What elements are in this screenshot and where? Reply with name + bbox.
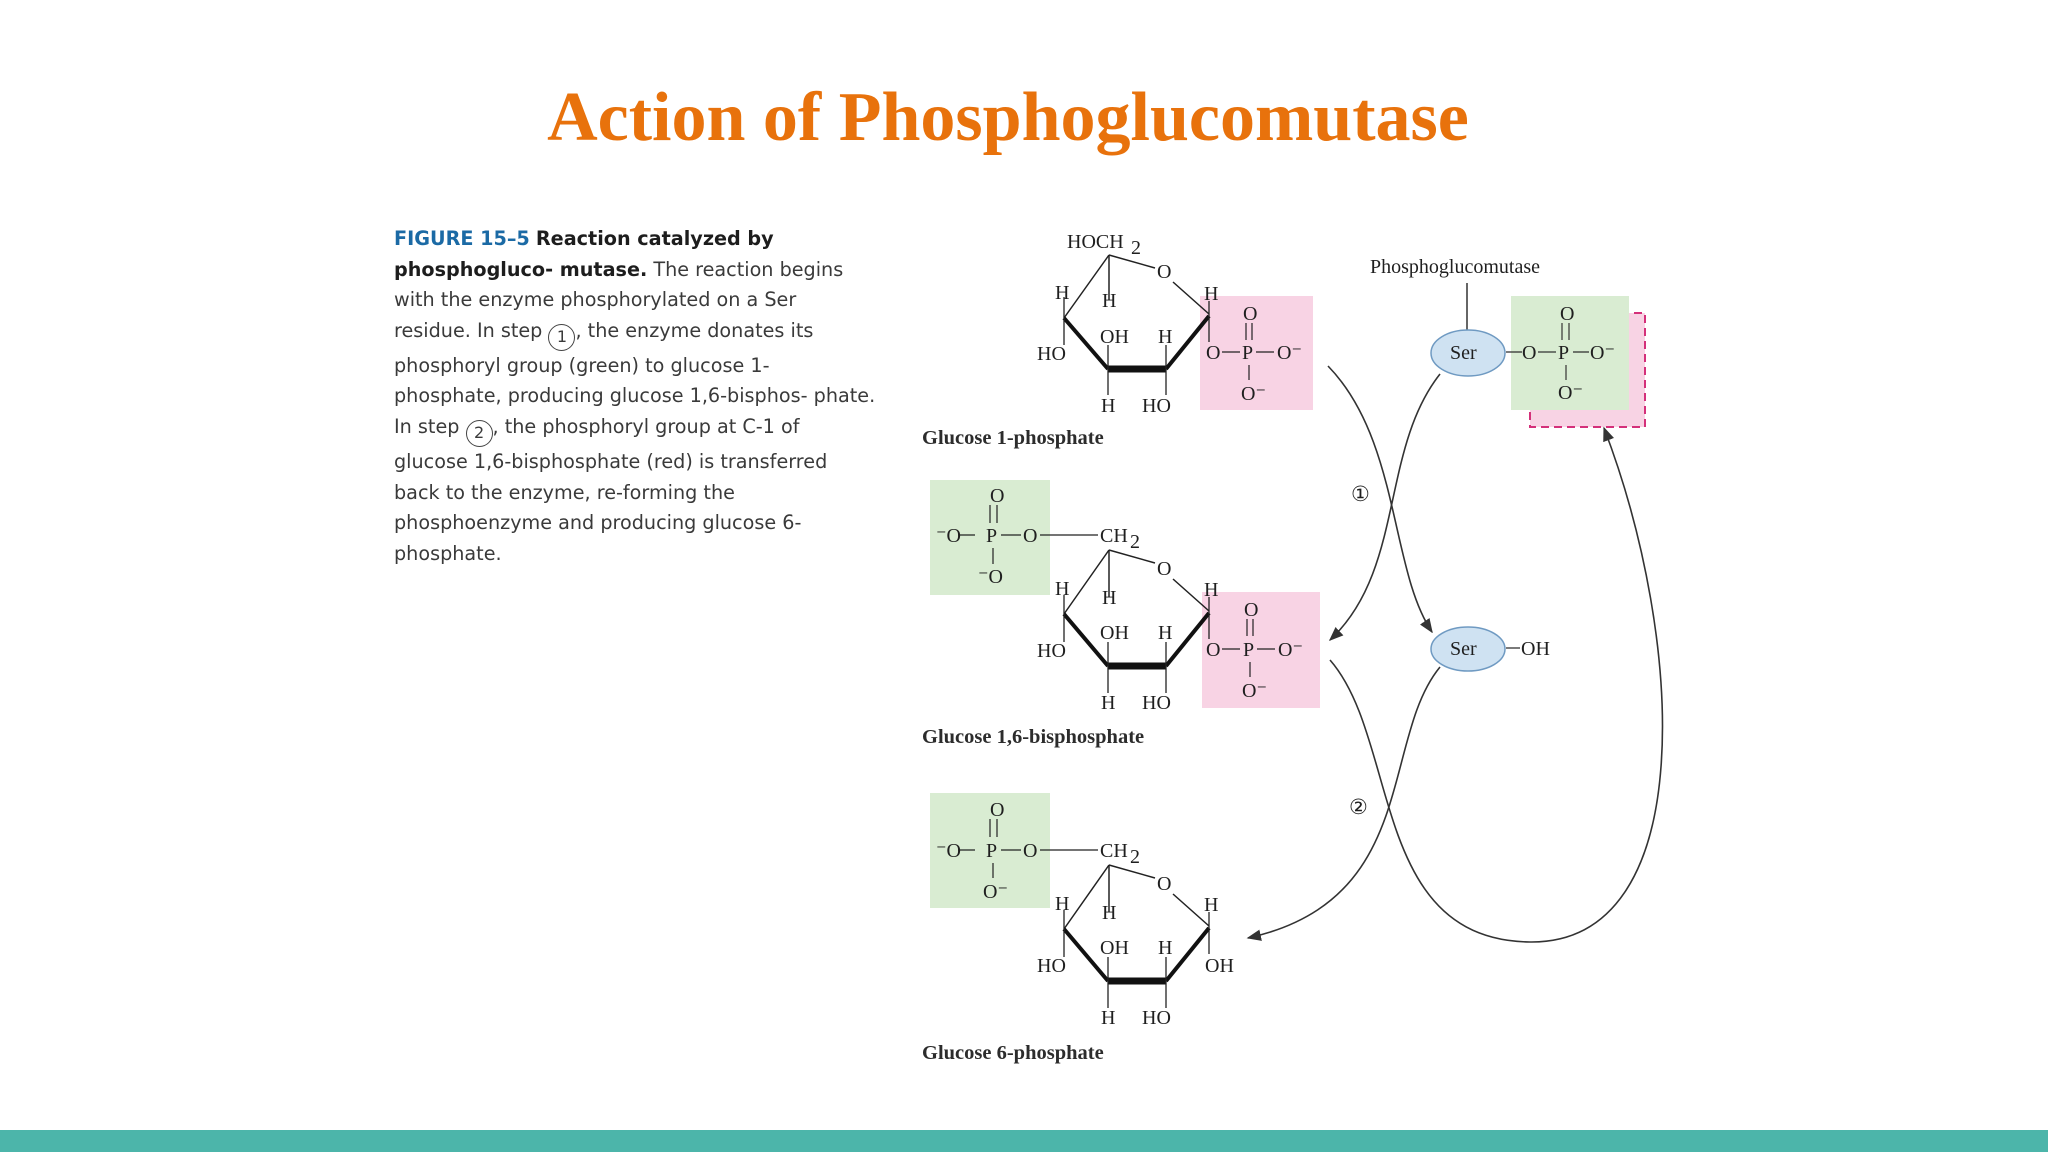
svg-text:OH: OH [1100,622,1129,644]
svg-text:OH: OH [1521,638,1550,660]
svg-text:2: 2 [1131,237,1141,259]
svg-text:O: O [1023,840,1037,862]
svg-text:O: O [1157,873,1171,895]
ser-enzyme-oval [1430,329,1506,377]
svg-text:OH: OH [1100,937,1129,959]
svg-text:O⁻: O⁻ [1242,680,1267,702]
svg-text:⁻O: ⁻O [936,840,961,862]
svg-text:H: H [1101,1007,1115,1029]
svg-text:O⁻: O⁻ [1558,382,1583,404]
glucose-6-phosphate-label: Glucose 6-phosphate [922,1042,1104,1064]
svg-text:P: P [1243,639,1254,661]
svg-text:2: 2 [1130,846,1140,868]
svg-text:H: H [1055,578,1069,600]
svg-text:O⁻: O⁻ [983,881,1008,903]
svg-text:O: O [1206,639,1220,661]
svg-text:CH: CH [1100,840,1128,862]
svg-text:H: H [1101,692,1115,714]
svg-text:Ser: Ser [1450,638,1477,660]
svg-text:H: H [1102,587,1116,609]
svg-text:H: H [1102,902,1116,924]
svg-text:H: H [1158,937,1172,959]
svg-text:HO: HO [1142,692,1171,714]
svg-text:O: O [1023,525,1037,547]
svg-text:O: O [1157,261,1171,283]
svg-text:HO: HO [1142,1007,1171,1029]
caption-text-1: The reaction begins with the enzyme phos… [394,257,844,342]
enzyme-label: Phosphoglucomutase [1370,256,1540,278]
svg-text:P: P [986,525,997,547]
svg-text:O⁻: O⁻ [1241,383,1266,405]
figure-number: FIGURE 15–5 [394,227,530,250]
glucose-6-phosphate: O ⁻O P O O⁻ CH 2 O H HO H OH H H HO H [922,793,1234,1064]
step-2-label: ② [1349,795,1368,819]
svg-text:O: O [990,485,1004,507]
svg-text:H: H [1204,894,1218,916]
footer-bar [0,1130,2048,1152]
glucose-1-6-bisphosphate: O ⁻O P O ⁻O CH 2 O H HO H OH H H HO H [922,480,1320,748]
green-phosphate-highlight [930,480,1050,595]
svg-text:HO: HO [1037,955,1066,977]
svg-text:HO: HO [1037,640,1066,662]
glucose-1-phosphate: HOCH 2 O H HO H OH H H HO H O P O⁻ O O⁻ [922,231,1313,449]
reaction-arrows: ① ② [1246,365,1664,943]
glucose-1-6-bisphosphate-label: Glucose 1,6-bisphosphate [922,726,1144,748]
figure-caption: FIGURE 15–5 Reaction catalyzed by phosph… [394,224,876,569]
svg-text:HO: HO [1142,395,1171,417]
svg-text:CH: CH [1100,525,1128,547]
step-1-enzyme-arrow [1328,373,1441,641]
svg-text:Ser: Ser [1450,342,1477,364]
svg-text:O⁻: O⁻ [1278,639,1303,661]
free-enzyme: Ser OH [1430,626,1550,672]
svg-text:H: H [1158,326,1172,348]
svg-text:H: H [1102,290,1116,312]
svg-text:HOCH: HOCH [1067,231,1124,253]
red-phosphate-highlight [1200,296,1313,410]
green-phosphate-highlight-2 [930,793,1050,908]
svg-text:H: H [1204,579,1218,601]
svg-text:⁻O: ⁻O [978,566,1003,588]
svg-text:H: H [1055,282,1069,304]
svg-text:2: 2 [1130,531,1140,553]
step-2-return-arrow [1329,426,1664,943]
svg-text:O: O [990,799,1004,821]
figure-lead: Reaction catalyzed by phosphogluco- muta… [394,227,774,281]
svg-text:O⁻: O⁻ [1590,342,1615,364]
svg-text:P: P [1242,342,1253,364]
svg-text:OH: OH [1100,326,1129,348]
slide-title: Action of Phosphoglucomutase [547,79,1469,156]
caption-text-2: , the enzyme donates its phosphoryl grou… [394,318,876,438]
ser-oh-oval [1430,626,1506,672]
svg-text:⁻O: ⁻O [936,525,961,547]
phosphoenzyme: Phosphoglucomutase Ser O P O⁻ O O⁻ [1370,256,1646,428]
svg-text:H: H [1158,622,1172,644]
svg-text:O: O [1157,558,1171,580]
svg-text:H: H [1204,283,1218,305]
svg-text:H: H [1055,893,1069,915]
svg-text:O: O [1244,599,1258,621]
svg-text:O: O [1243,303,1257,325]
step-1-substrate-arrow [1327,365,1433,634]
svg-text:O: O [1206,342,1220,364]
svg-text:OH: OH [1205,955,1234,977]
step-1-label: ① [1351,482,1370,506]
svg-text:H: H [1101,395,1115,417]
svg-text:P: P [986,840,997,862]
svg-text:O: O [1560,303,1574,325]
svg-text:HO: HO [1037,343,1066,365]
step-2-product-arrow [1246,666,1441,941]
red-phosphate-highlight-2 [1202,592,1320,708]
glucose-1-phosphate-label: Glucose 1-phosphate [922,427,1104,449]
svg-text:O⁻: O⁻ [1277,342,1302,364]
svg-text:P: P [1558,342,1569,364]
svg-text:O: O [1522,342,1536,364]
green-phosphoryl-highlight [1511,296,1629,410]
caption-text-3: , the phosphoryl group at C-1 of glucose… [394,414,828,565]
